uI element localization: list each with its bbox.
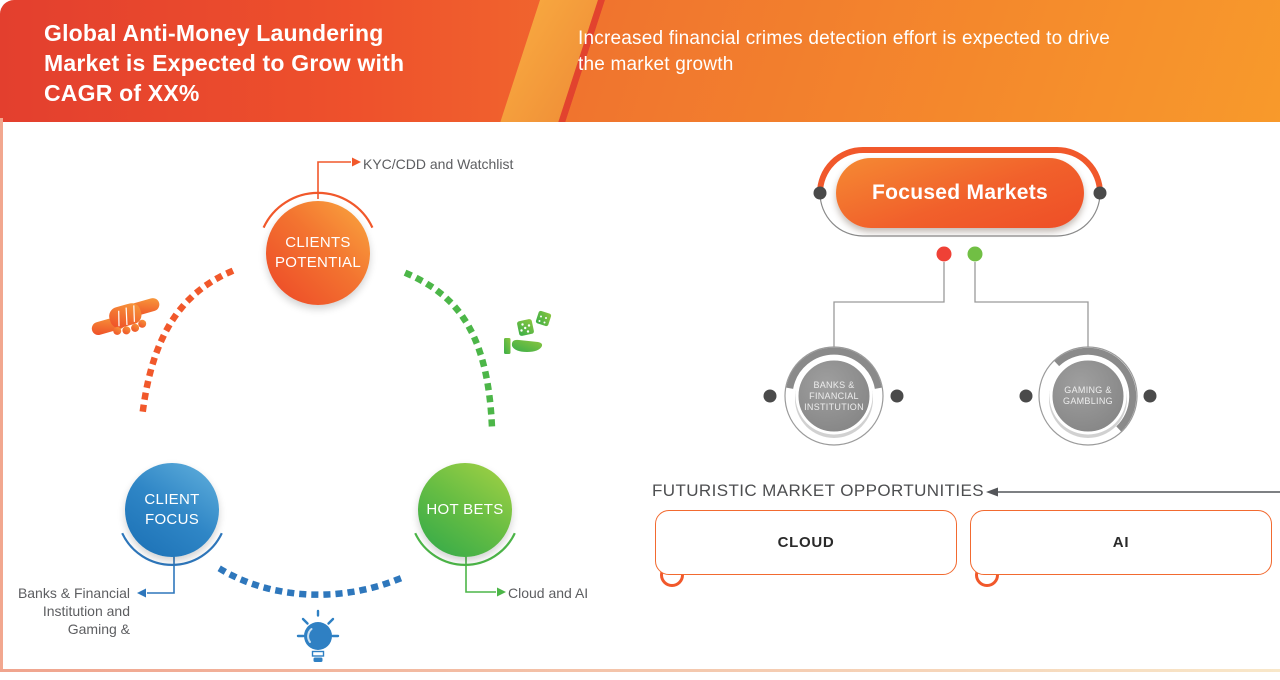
opportunity-box-ai: AI [970, 510, 1272, 575]
dotted-arc-blue [217, 565, 411, 598]
ai-label: AI [1112, 534, 1130, 551]
banner-title-line3: CAGR of XX% [44, 80, 200, 106]
callout-banks-financial: Banks & Financial Institution and Gaming… [17, 585, 130, 637]
node-hot-bets: HOT BETS [418, 463, 512, 557]
side-dot [1143, 389, 1157, 403]
node-hot-bets-label: HOT BETS [426, 501, 504, 518]
tree-connectors [833, 262, 1089, 347]
banner-title: Global Anti-Money Laundering Market is E… [44, 18, 484, 108]
banner-subtitle-line2: the market growth [578, 54, 734, 75]
banner-subtitle-line1: Increased financial crimes detection eff… [578, 28, 1111, 49]
banner-subtitle: Increased financial crimes detection eff… [578, 26, 1218, 78]
ring-end-dot [813, 186, 827, 200]
opportunities-arrow [986, 487, 1280, 497]
opportunity-box-cloud: CLOUD [655, 510, 957, 575]
side-dot [890, 389, 904, 403]
ring-end-dot [1093, 186, 1107, 200]
gaming-circle-label: GAMING & GAMBLING [1063, 385, 1113, 406]
connector-banks [137, 556, 175, 598]
dice-hand-icon [504, 310, 552, 354]
callout-kyc-cdd-watchlist: KYC/CDD and Watchlist [363, 156, 514, 172]
connector-kyc [317, 157, 361, 199]
arrow-left-icon [137, 588, 146, 598]
focused-markets-label: Focused Markets [871, 181, 1049, 204]
node-client-focus-label: CLIENT FOCUS [144, 491, 200, 528]
dotted-arc-orange [138, 267, 235, 422]
cloud-label: CLOUD [777, 534, 835, 551]
lightbulb-icon [296, 609, 340, 662]
focused-markets-pill: Focused Markets [836, 158, 1084, 228]
node-client-focus: CLIENT FOCUS [125, 463, 219, 557]
side-dot [1019, 389, 1033, 403]
dotted-arc-green [403, 269, 496, 432]
node-clients-potential: CLIENTS POTENTIAL [266, 201, 370, 305]
node-clients-potential-label: CLIENTS POTENTIAL [274, 234, 362, 271]
arrow-right-icon [352, 157, 361, 167]
arrow-left-icon [986, 487, 998, 497]
frame-bottom-border [0, 669, 1280, 672]
red-branch-dot [936, 246, 952, 262]
banks-circle-label: BANKS & FINANCIAL INSTITUTION [804, 379, 864, 412]
opportunities-heading: FUTURISTIC MARKET OPPORTUNITIES [652, 481, 984, 500]
header-banner: Global Anti-Money Laundering Market is E… [0, 0, 1280, 122]
frame-left-border [0, 118, 3, 671]
banner-title-line2: Market is Expected to Grow with [44, 50, 405, 76]
arrow-right-icon [497, 587, 506, 597]
side-dot [763, 389, 777, 403]
callout-cloud-and-ai: Cloud and AI [508, 585, 589, 601]
banner-title-line1: Global Anti-Money Laundering [44, 20, 384, 46]
connector-cloud [465, 556, 506, 597]
handshake-icon [91, 298, 160, 336]
green-branch-dot [967, 246, 983, 262]
